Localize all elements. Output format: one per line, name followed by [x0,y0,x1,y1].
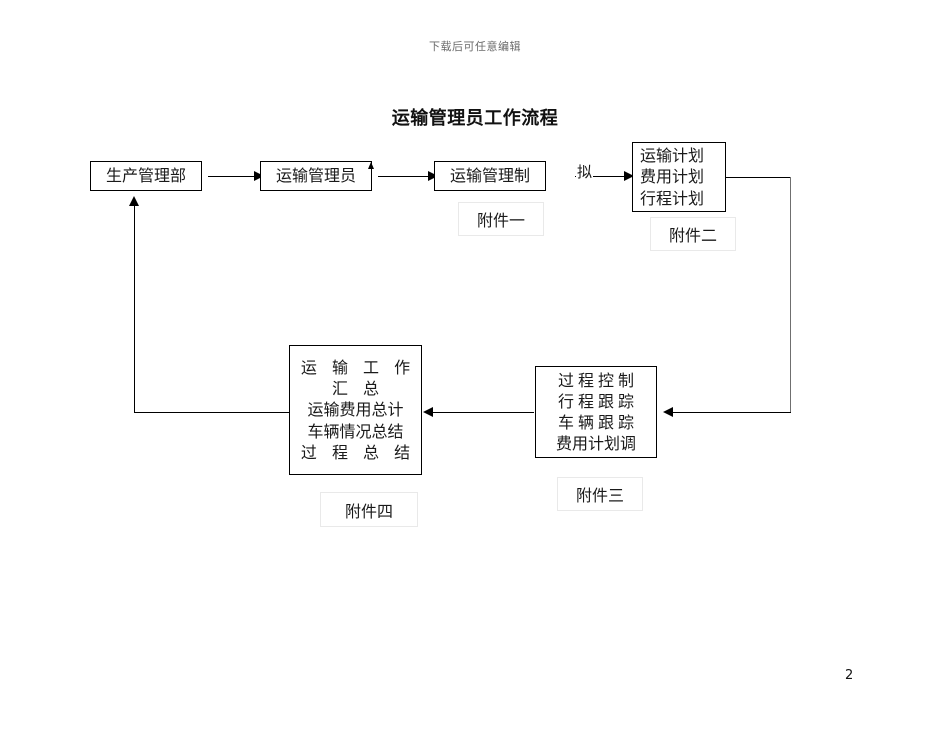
document-header-note: 下载后可任意编辑 [429,40,521,53]
node-transport-manager-line-1: 运输管理员 [275,166,356,186]
node-summary-line-1: 运 输 工 作 [300,358,416,378]
edge-right-to-process-control [672,412,791,413]
arrowhead-into-production-dept [129,196,139,206]
node-transport-manager[interactable]: 运输管理员 [260,161,372,191]
attachment-two-text: 附件二 [668,226,717,245]
attachment-three-text: 附件三 [575,486,624,505]
node-transport-system-line-1: 运输管理制 [449,166,530,186]
attachment-one-text: 附件一 [476,211,525,230]
page-number: 2 [845,668,854,683]
edge-process-control-to-summary [432,412,534,413]
node-summary-line-5: 过 程 总 结 [300,442,416,462]
attachment-four-text: 附件四 [344,501,393,521]
attachment-label-three: 附件三 [557,477,643,511]
edge-left-vertical-segment [134,205,135,413]
node-plans-line-1: 运输计划 [640,146,705,166]
edge-label-draft: 拟 [576,161,594,182]
page-title: 运输管理员工作流程 [391,108,559,129]
edge-right-vertical-segment [790,177,791,413]
arrowhead-manager-to-system [428,171,438,181]
attachment-label-one: 附件一 [458,202,544,236]
node-transport-system[interactable]: 运输管理制 [434,161,546,191]
attachment-label-four: 附件四 [320,492,418,527]
attachment-label-two: 附件二 [650,217,736,251]
node-summary-line-3: 运输费用总计 [307,400,404,420]
node-process-control-line-2: 行程跟踪 [557,391,638,411]
node-summary[interactable]: 运 输 工 作 汇 总 运输费用总计 车辆情况总结 过 程 总 结 [289,345,422,475]
node-summary-line-2: 汇 总 [331,379,385,399]
node-process-control-line-1: 过程控制 [557,370,638,390]
node-process-control-line-4: 费用计划调 [555,434,636,454]
edge-plans-right-segment [726,177,791,178]
node-process-control-line-3: 车辆跟踪 [557,413,638,432]
arrowhead-into-process-control [663,407,673,417]
node-plans[interactable]: 运输计划 费用计划 行程计划 [632,142,726,212]
arrowhead-system-to-plans [624,171,634,181]
node-plans-line-3: 行程计划 [640,188,705,208]
arrowhead-production-to-manager [254,171,264,181]
tick-manager-right [368,162,374,169]
node-summary-line-4: 车辆情况总结 [307,421,404,441]
edge-system-to-plans [575,176,627,177]
node-production-dept-line-1: 生产管理部 [105,166,186,186]
arrowhead-into-summary [423,407,433,417]
node-process-control[interactable]: 过程控制 行程跟踪 车辆跟踪 费用计划调 [535,366,657,458]
node-plans-line-2: 费用计划 [640,167,705,187]
node-production-dept[interactable]: 生产管理部 [90,161,202,191]
edge-manager-to-system [378,176,430,177]
edge-summary-left-segment [134,412,290,413]
edge-production-to-manager [208,176,256,177]
